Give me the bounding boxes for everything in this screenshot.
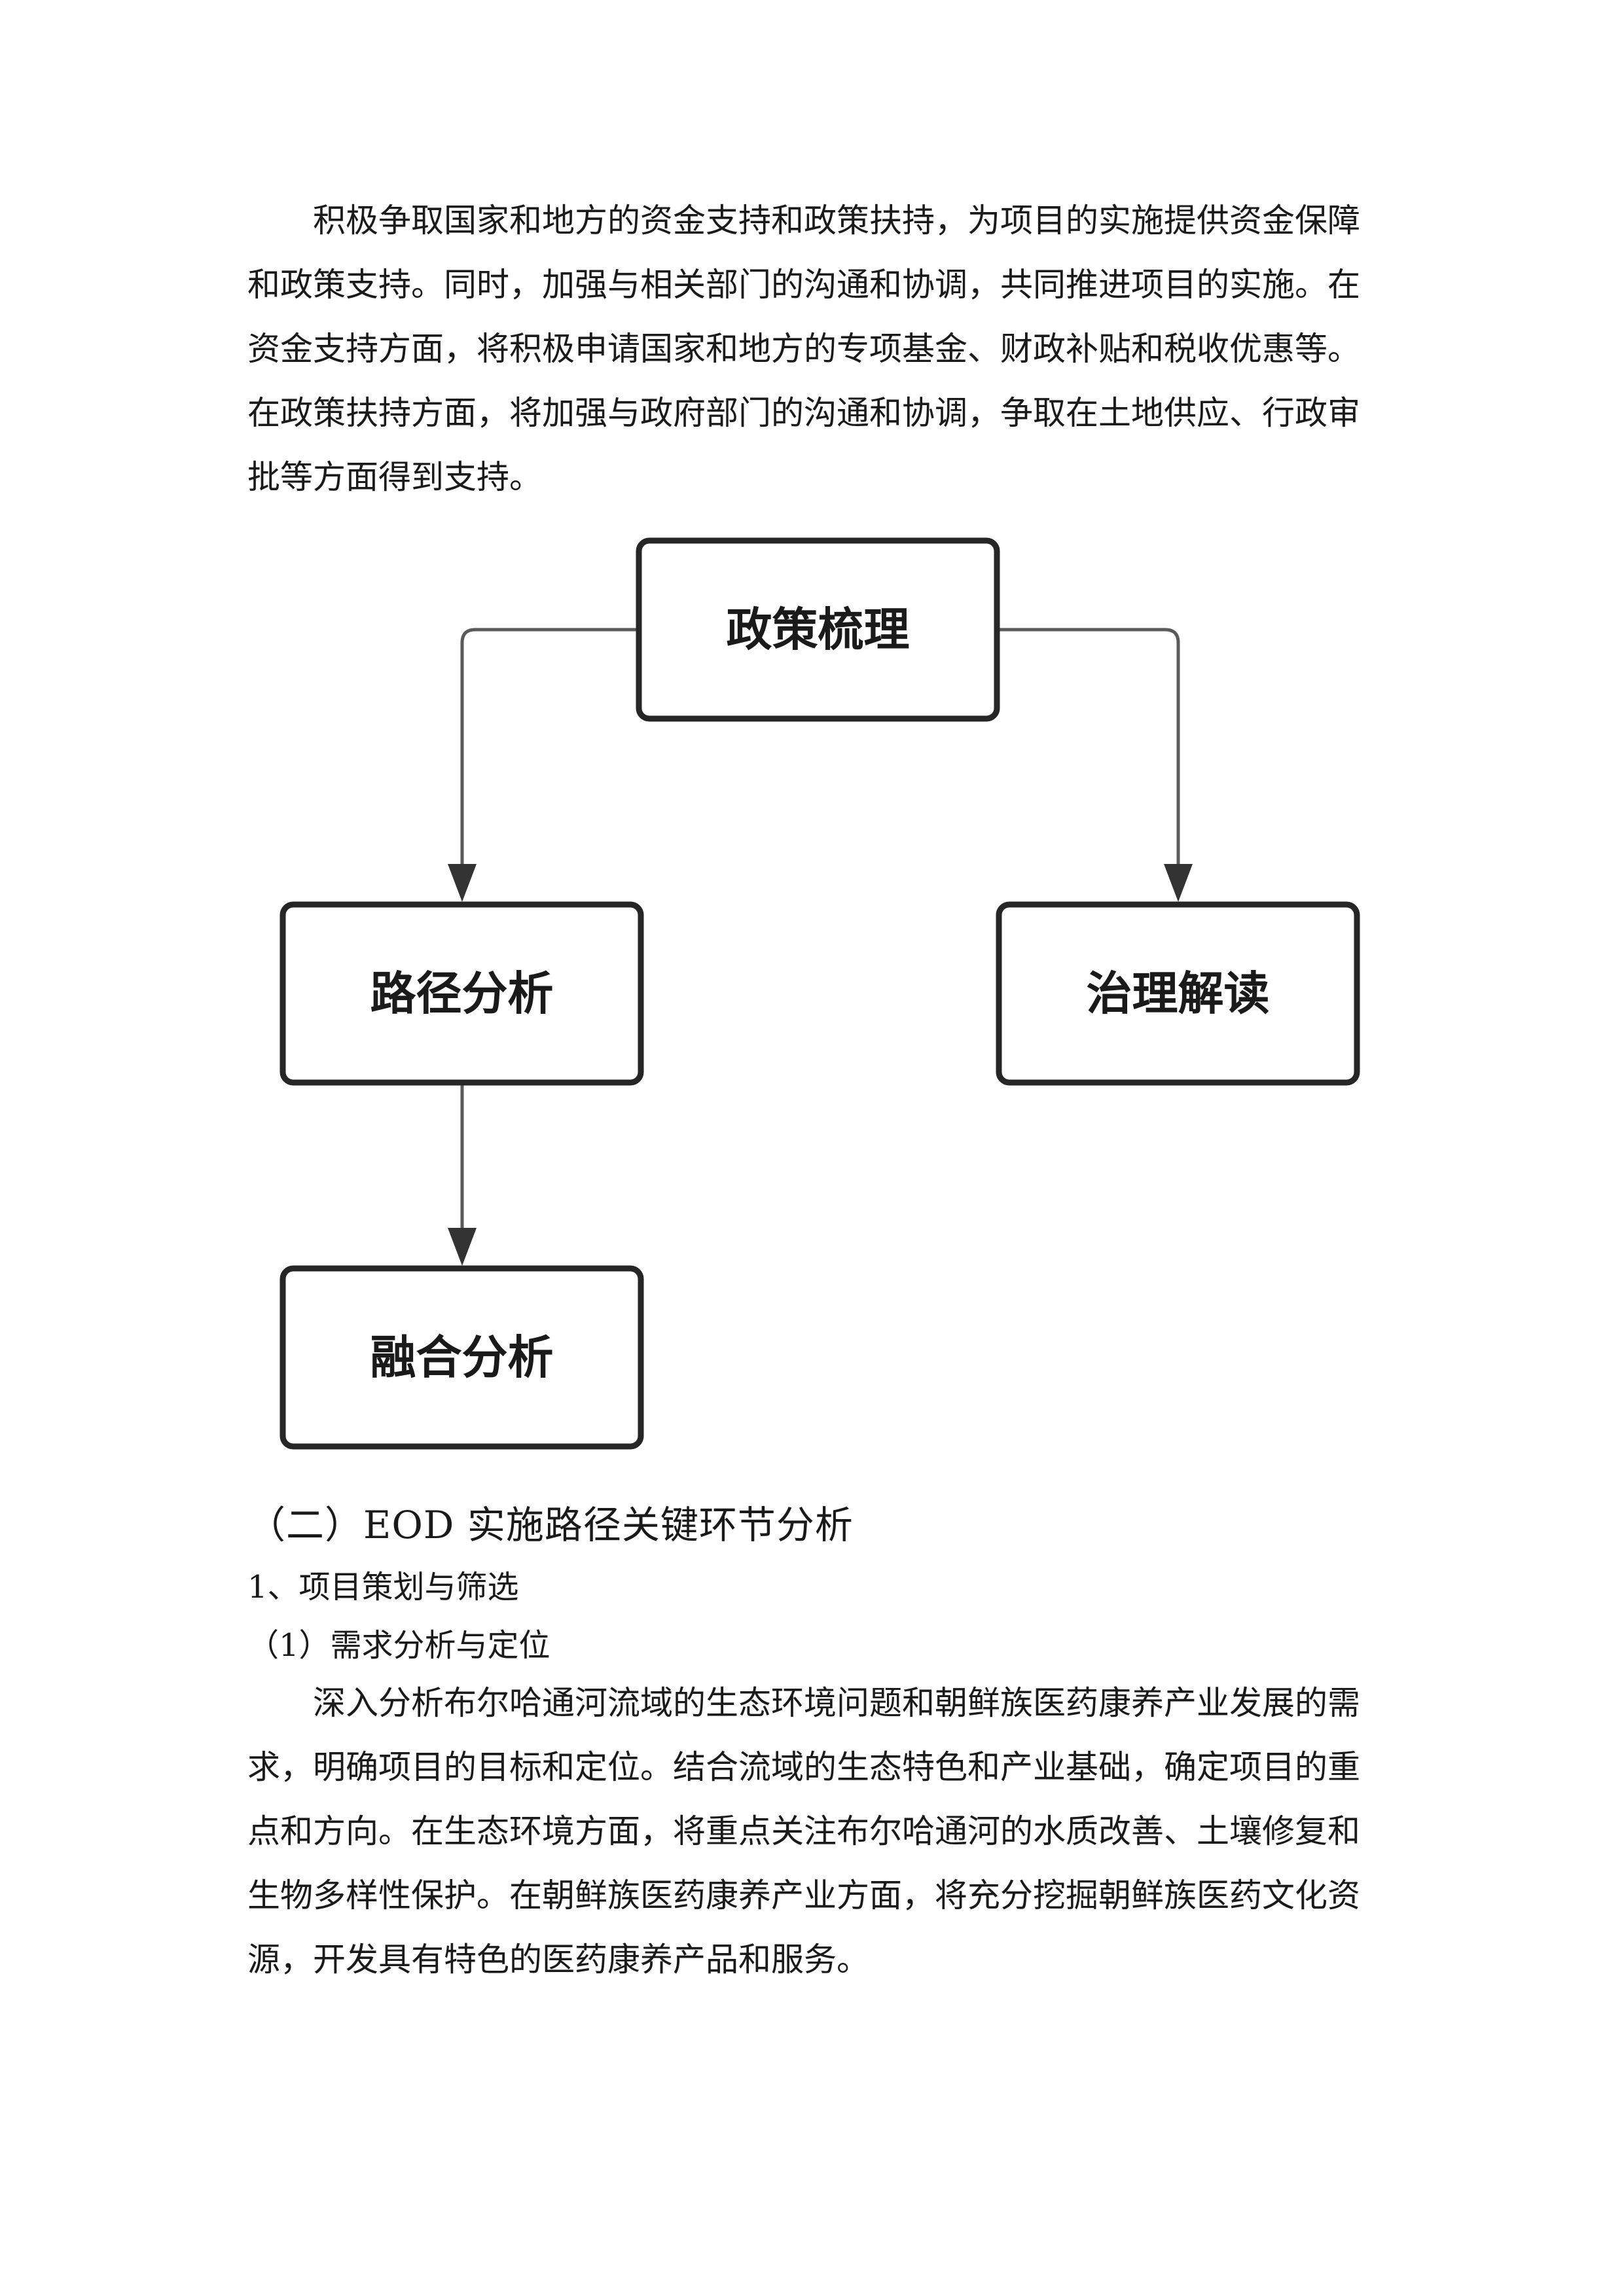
subheading-project-planning: 1、项目策划与筛选 bbox=[247, 1569, 519, 1605]
funding-policy-paragraph: 积极争取国家和地方的资金支持和政策扶持，为项目的实施提供资金保障 和政策支持。同… bbox=[247, 188, 1386, 509]
connector-policy-to-path bbox=[460, 628, 636, 872]
paragraph-line: 源，开发具有特色的医药康养产品和服务。 bbox=[247, 1941, 869, 1979]
needs-analysis-paragraph: 深入分析布尔哈通河流域的生态环境问题和朝鲜族医药康养产业发展的需 求，明确项目的… bbox=[247, 1671, 1386, 1992]
section-heading: （二）EOD 实施路径关键环节分析 bbox=[247, 1503, 854, 1547]
paragraph-line: 生物多样性保护。在朝鲜族医药康养产业方面，将充分挖掘朝鲜族医药文化资 bbox=[247, 1876, 1360, 1914]
paragraph-line: 和政策支持。同时，加强与相关部门的沟通和协调，共同推进项目的实施。在 bbox=[247, 266, 1360, 304]
node-integration-analysis-label: 融合分析 bbox=[370, 1331, 554, 1384]
paragraph-line: 资金支持方面，将积极申请国家和地方的专项基金、财政补贴和税收优惠等。 bbox=[247, 330, 1360, 368]
arrowhead-path-analysis bbox=[448, 864, 477, 902]
paragraph-line: 求，明确项目的目标和定位。结合流域的生态特色和产业基础，确定项目的重 bbox=[247, 1748, 1360, 1786]
paragraph-line: 点和方向。在生态环境方面，将重点关注布尔哈通河的水质改善、土壤修复和 bbox=[247, 1812, 1360, 1850]
node-path-analysis-label: 路径分析 bbox=[370, 967, 554, 1020]
arrowhead-governance-interpretation bbox=[1164, 864, 1193, 902]
paragraph-line: 深入分析布尔哈通河流域的生态环境问题和朝鲜族医药康养产业发展的需 bbox=[313, 1684, 1360, 1722]
node-governance-interpretation-label: 治理解读 bbox=[1087, 967, 1270, 1020]
node-policy-review-label: 政策梳理 bbox=[727, 603, 910, 656]
node-integration-analysis: 融合分析 bbox=[280, 1265, 644, 1450]
arrowhead-integration-analysis bbox=[448, 1228, 477, 1266]
node-governance-interpretation: 治理解读 bbox=[996, 901, 1360, 1086]
subheading-needs-analysis: （1）需求分析与定位 bbox=[247, 1627, 550, 1664]
node-policy-review: 政策梳理 bbox=[636, 537, 1000, 722]
paragraph-line: 在政策扶持方面，将加强与政府部门的沟通和协调，争取在土地供应、行政审 bbox=[247, 394, 1360, 432]
paragraph-line: 积极争取国家和地方的资金支持和政策扶持，为项目的实施提供资金保障 bbox=[313, 202, 1360, 240]
paragraph-line: 批等方面得到支持。 bbox=[247, 458, 542, 496]
connector-policy-to-governance bbox=[996, 628, 1180, 872]
node-path-analysis: 路径分析 bbox=[280, 901, 644, 1086]
